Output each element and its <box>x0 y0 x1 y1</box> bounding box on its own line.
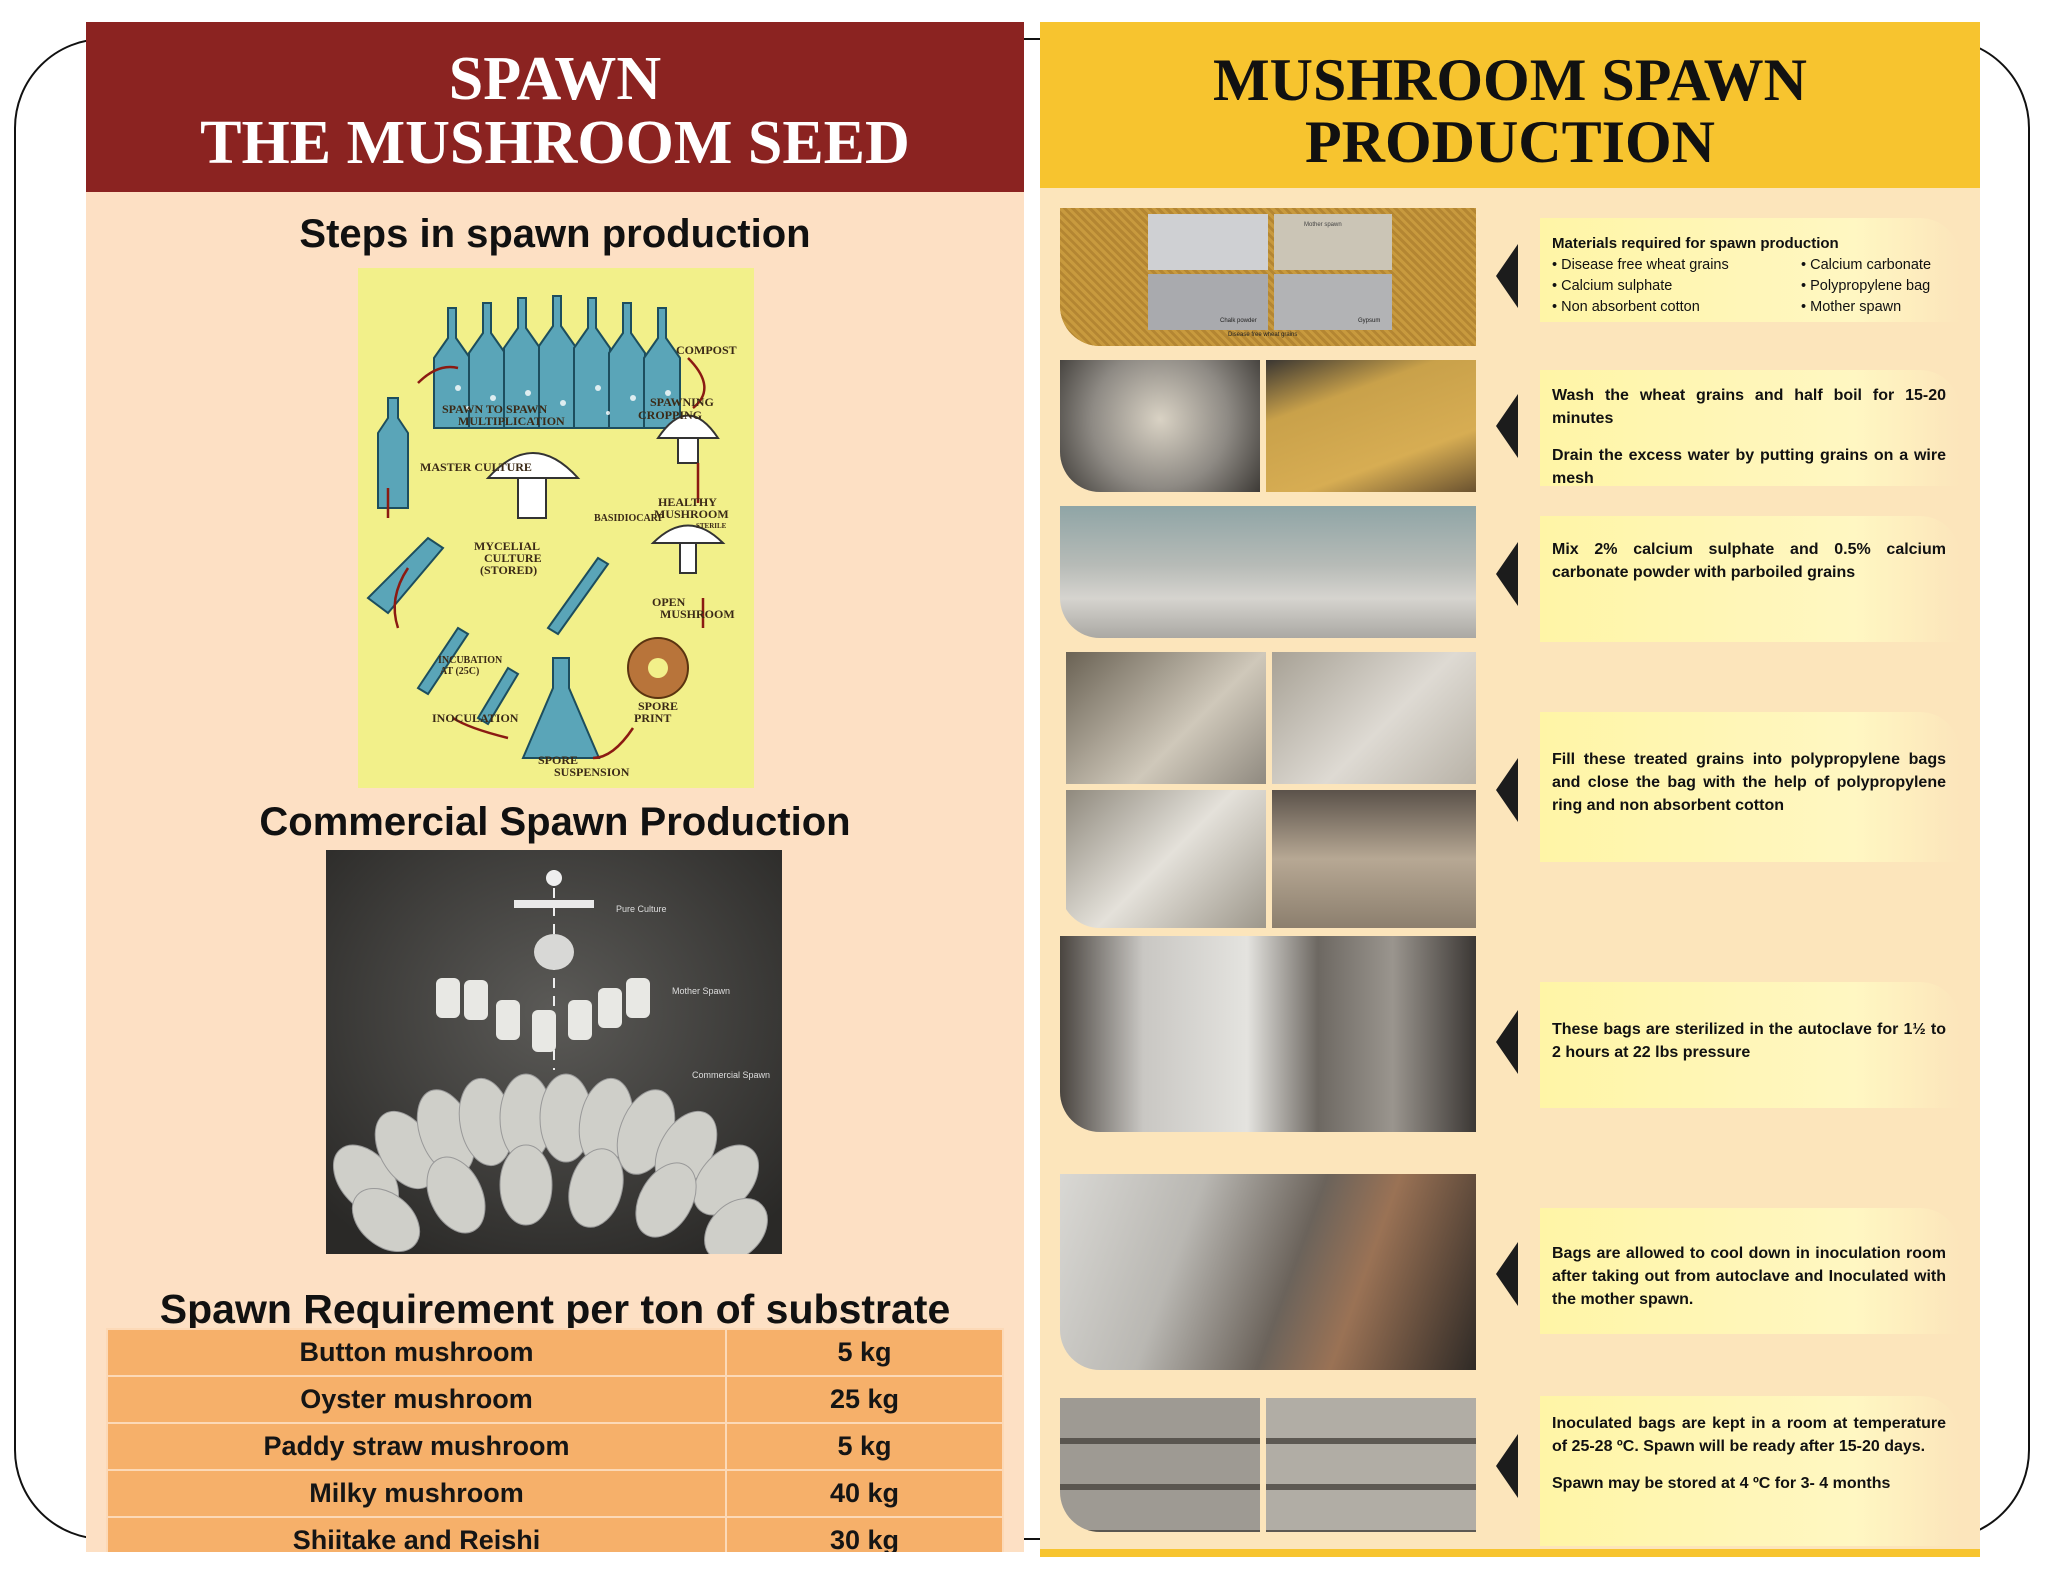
label-spawn-to-spawn: SPAWN TO SPAWN <box>442 402 548 416</box>
step-text: Spawn may be stored at 4 ºC for 3- 4 mon… <box>1552 1475 1891 1492</box>
commercial-heading: Commercial Spawn Production <box>259 800 851 844</box>
label-wheat-caption: Disease free wheat grains <box>1228 332 1298 338</box>
step-arrow-icon <box>1496 244 1518 308</box>
step-arrow-icon <box>1496 394 1518 458</box>
left-title-line1: SPAWN <box>448 45 662 113</box>
label-chalk: Chalk powder <box>1220 318 1257 324</box>
label-healthy: HEALTHY <box>658 495 717 509</box>
label-sterile: STERILE <box>696 522 727 530</box>
label-print: PRINT <box>634 711 672 725</box>
step-text: Drain the excess water by putting grains… <box>1552 447 1946 487</box>
label-healthy-mushroom: MUSHROOM <box>654 507 729 521</box>
label-basidiocarp: BASIDIOCARP <box>594 513 665 524</box>
requirement-heading: Spawn Requirement per ton of substrate <box>159 1286 951 1332</box>
spawn-cycle-diagram: COMPOST SPAWN TO SPAWN MULTIPLICATION SP… <box>358 268 754 788</box>
table-row: Milky mushroom 40 kg <box>106 1469 1004 1518</box>
autoclave-photo <box>1060 936 1476 1132</box>
commercial-spawn-illustration <box>326 850 782 1262</box>
label-open-mushroom: MUSHROOM <box>660 607 735 621</box>
spawn-cycle-illustration <box>366 295 726 760</box>
step-arrow-icon <box>1496 1010 1518 1074</box>
step-text: These bags are sterilized in the autocla… <box>1552 1021 1946 1061</box>
step-text: Fill these treated grains into polypropy… <box>1552 751 1946 814</box>
material-item: • Disease free wheat grains <box>1552 257 1729 273</box>
label-cropping: CROPPING <box>638 408 702 422</box>
right-poster-banner: MUSHROOM SPAWN PRODUCTION <box>1040 22 1980 188</box>
mix-photo <box>1060 506 1476 638</box>
step-arrow-icon <box>1496 1242 1518 1306</box>
label-pure-culture: Pure Culture <box>616 904 667 914</box>
label-open: OPEN <box>652 595 686 609</box>
table-row: Shiitake and Reishi 30 kg <box>106 1516 1004 1552</box>
amount-cell: 40 kg <box>725 1469 1004 1518</box>
label-at-25c: AT (25C) <box>440 666 480 677</box>
materials-title: Materials required for spawn production <box>1552 235 1839 252</box>
table-row: Paddy straw mushroom 5 kg <box>106 1422 1004 1471</box>
amount-cell: 5 kg <box>725 1422 1004 1471</box>
material-item: • Non absorbent cotton <box>1552 299 1700 315</box>
label-mycelial: MYCELIAL <box>474 539 541 553</box>
step-arrow-icon <box>1496 542 1518 606</box>
step-text: Mix 2% calcium sulphate and 0.5% calcium… <box>1552 541 1946 581</box>
spawn-requirement-table: Button mushroom 5 kg Oyster mushroom 25 … <box>106 1328 1004 1552</box>
step-arrow-icon <box>1496 1434 1518 1498</box>
label-master-culture: MASTER CULTURE <box>420 460 532 474</box>
label-incubation: INCUBATION <box>438 655 503 666</box>
step-autoclave-box: These bags are sterilized in the autocla… <box>1540 982 1960 1108</box>
label-multiplication: MULTIPLICATION <box>458 414 565 428</box>
label-suspension: SUSPENSION <box>554 765 630 779</box>
materials-box: Materials required for spawn production … <box>1540 218 1960 322</box>
step-wash-box: Wash the wheat grains and half boil for … <box>1540 370 1960 487</box>
material-item: • Polypropylene bag <box>1801 278 1931 294</box>
mushroom-name-cell: Milky mushroom <box>106 1469 727 1518</box>
mushroom-name-cell: Shiitake and Reishi <box>106 1516 727 1552</box>
label-mother-spawn: Mother Spawn <box>672 986 731 996</box>
table-row: Oyster mushroom 25 kg <box>106 1375 1004 1424</box>
mushroom-name-cell: Oyster mushroom <box>106 1375 727 1424</box>
step-inoculation-box: Bags are allowed to cool down in inocula… <box>1540 1208 1960 1334</box>
bottom-strip <box>1040 1549 1980 1557</box>
right-title-line2: PRODUCTION <box>1304 109 1715 175</box>
amount-cell: 30 kg <box>725 1516 1004 1552</box>
label-commercial-spawn: Commercial Spawn <box>692 1070 771 1080</box>
label-stored: (STORED) <box>480 563 538 577</box>
commercial-spawn-photo: Pure Culture Mother Spawn Commercial Spa… <box>326 850 782 1262</box>
label-compost: COMPOST <box>676 343 737 357</box>
amount-cell: 5 kg <box>725 1328 1004 1377</box>
label-gypsum: Gypsum <box>1358 318 1381 324</box>
material-item: • Calcium carbonate <box>1801 257 1932 273</box>
step-text: Inoculated bags are kept in a room at te… <box>1552 1415 1946 1455</box>
incubation-photo <box>1060 1398 1476 1532</box>
right-poster: MUSHROOM SPAWN PRODUCTION Mother spawn C… <box>1040 22 1980 1557</box>
label-culture: CULTURE <box>484 551 542 565</box>
step-mix-box: Mix 2% calcium sulphate and 0.5% calcium… <box>1540 516 1960 642</box>
step-arrow-icon <box>1496 758 1518 822</box>
label-mother-spawn-photo: Mother spawn <box>1304 222 1342 228</box>
left-title-line2: THE MUSHROOM SEED <box>200 109 910 177</box>
steps-heading: Steps in spawn production <box>299 212 811 256</box>
materials-list: • Disease free wheat grains • Calcium ca… <box>1552 255 1946 318</box>
fill-photo <box>1060 652 1476 928</box>
label-inoculation: INOCULATION <box>432 711 519 725</box>
inoculation-photo <box>1060 1174 1476 1370</box>
mushroom-name-cell: Button mushroom <box>106 1328 727 1377</box>
amount-cell: 25 kg <box>725 1375 1004 1424</box>
left-poster: SPAWN THE MUSHROOM SEED Steps in spawn p… <box>86 22 1024 1552</box>
step-incubation-box: Inoculated bags are kept in a room at te… <box>1540 1396 1960 1546</box>
step-text: Wash the wheat grains and half boil for … <box>1552 387 1946 427</box>
materials-photo: Mother spawn Chalk powder Gypsum Disease… <box>1060 208 1476 346</box>
step-fill-box: Fill these treated grains into polypropy… <box>1540 712 1960 862</box>
step-text: Bags are allowed to cool down in inocula… <box>1552 1245 1946 1308</box>
label-spore: SPORE <box>638 699 679 713</box>
material-item: • Calcium sulphate <box>1552 278 1673 294</box>
table-row: Button mushroom 5 kg <box>106 1328 1004 1377</box>
material-item: • Mother spawn <box>1801 299 1902 315</box>
label-spore-2: SPORE <box>538 753 579 767</box>
wash-photo <box>1060 360 1476 492</box>
left-poster-banner: SPAWN THE MUSHROOM SEED <box>86 22 1024 192</box>
mushroom-name-cell: Paddy straw mushroom <box>106 1422 727 1471</box>
right-title-line1: MUSHROOM SPAWN <box>1213 47 1807 113</box>
label-spawning: SPAWNING <box>650 395 714 409</box>
